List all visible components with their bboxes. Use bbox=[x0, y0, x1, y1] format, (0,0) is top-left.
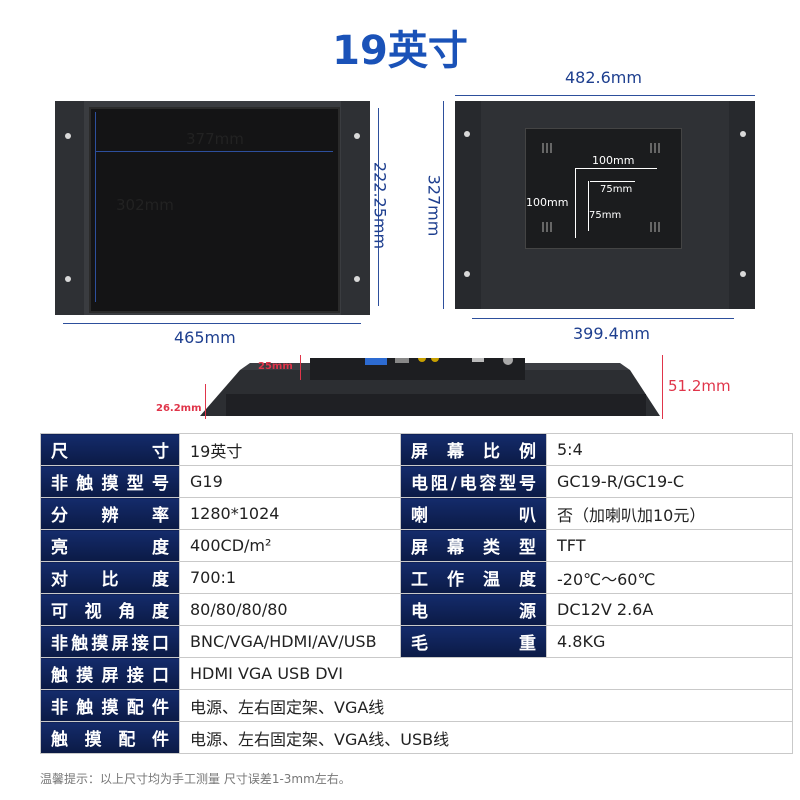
monitor-back-image bbox=[455, 101, 755, 309]
spec-value: 700:1 bbox=[179, 561, 401, 594]
table-row: 非触摸配件 电源、左右固定架、VGA线 bbox=[40, 689, 793, 722]
side-depth2-dim: 26.2mm bbox=[156, 403, 202, 414]
spec-value: 19英寸 bbox=[179, 433, 401, 466]
spec-value: G19 bbox=[179, 465, 401, 498]
spec-table: 尺寸 19英寸 屏幕比例 5:4 非触摸型号 G19 电阻/电容型号 GC19-… bbox=[40, 433, 793, 754]
vesa-v2-dim: 75mm bbox=[589, 210, 622, 221]
spec-value: HDMI VGA USB DVI bbox=[179, 657, 793, 690]
page-title: 19英寸 bbox=[332, 28, 468, 74]
table-row: 触摸配件 电源、左右固定架、VGA线、USB线 bbox=[40, 721, 793, 754]
measurement-note: 温馨提示：以上尺寸均为手工测量 尺寸误差1-3mm左右。 bbox=[40, 772, 351, 786]
spec-value: DC12V 2.6A bbox=[546, 593, 793, 626]
spec-value: BNC/VGA/HDMI/AV/USB bbox=[179, 625, 401, 658]
spec-value: 80/80/80/80 bbox=[179, 593, 401, 626]
spec-value: 电源、左右固定架、VGA线 bbox=[179, 689, 793, 722]
spec-key: 对比度 bbox=[51, 570, 169, 590]
spec-key: 触摸配件 bbox=[51, 730, 169, 750]
table-row: 分辨率 1280*1024 喇叭 否（加喇叭加10元） bbox=[40, 497, 793, 530]
spec-key: 屏幕比例 bbox=[411, 442, 536, 462]
spec-key: 电源 bbox=[411, 602, 536, 622]
spec-key: 非触摸配件 bbox=[51, 698, 169, 718]
table-row: 尺寸 19英寸 屏幕比例 5:4 bbox=[40, 433, 793, 466]
vesa-v1-dim: 100mm bbox=[526, 196, 569, 209]
spec-key: 尺寸 bbox=[51, 442, 169, 462]
monitor-front-image bbox=[55, 101, 370, 315]
spec-key: 喇叭 bbox=[411, 506, 536, 526]
spec-value: 1280*1024 bbox=[179, 497, 401, 530]
table-row: 对比度 700:1 工作温度 -20℃～60℃ bbox=[40, 561, 793, 594]
front-bottom-dim: 465mm bbox=[174, 328, 236, 347]
front-height-dim: 302mm bbox=[116, 196, 174, 214]
spec-key: 电阻/电容型号 bbox=[411, 474, 536, 494]
table-row: 非触摸屏接口 BNC/VGA/HDMI/AV/USB 毛重 4.8KG bbox=[40, 625, 793, 658]
spec-key: 屏幕类型 bbox=[411, 538, 536, 558]
back-top-dim: 482.6mm bbox=[565, 68, 642, 87]
spec-value: -20℃～60℃ bbox=[546, 561, 793, 594]
spec-key: 分辨率 bbox=[51, 506, 169, 526]
table-row: 触摸屏接口 HDMI VGA USB DVI bbox=[40, 657, 793, 690]
spec-value: 电源、左右固定架、VGA线、USB线 bbox=[179, 721, 793, 754]
spec-key: 非触摸屏接口 bbox=[51, 634, 169, 654]
table-row: 亮度 400CD/m² 屏幕类型 TFT bbox=[40, 529, 793, 562]
spec-key: 亮度 bbox=[51, 538, 169, 558]
table-row: 可视角度 80/80/80/80 电源 DC12V 2.6A bbox=[40, 593, 793, 626]
back-left-dim: 327mm bbox=[424, 174, 444, 237]
monitor-side-image bbox=[200, 358, 660, 416]
rear-panel bbox=[525, 128, 682, 249]
side-depth1-dim: 25mm bbox=[258, 361, 293, 372]
spec-key: 毛重 bbox=[411, 634, 536, 654]
spec-value: 4.8KG bbox=[546, 625, 793, 658]
side-depth3-dim: 51.2mm bbox=[668, 377, 731, 395]
spec-key: 可视角度 bbox=[51, 602, 169, 622]
monitor-screen bbox=[89, 107, 340, 313]
front-width-dim: 377mm bbox=[186, 130, 244, 148]
front-side-dim: 222.25mm bbox=[370, 161, 390, 250]
vesa-h1-dim: 100mm bbox=[592, 154, 635, 167]
vesa-h2-dim: 75mm bbox=[600, 184, 633, 195]
spec-value: 400CD/m² bbox=[179, 529, 401, 562]
spec-key: 非触摸型号 bbox=[51, 474, 169, 494]
spec-value: TFT bbox=[546, 529, 793, 562]
spec-key: 触摸屏接口 bbox=[51, 666, 169, 686]
spec-key: 工作温度 bbox=[411, 570, 536, 590]
table-row: 非触摸型号 G19 电阻/电容型号 GC19-R/GC19-C bbox=[40, 465, 793, 498]
spec-value: GC19-R/GC19-C bbox=[546, 465, 793, 498]
back-bottom-dim: 399.4mm bbox=[573, 324, 650, 343]
spec-value: 否（加喇叭加10元） bbox=[546, 497, 793, 530]
spec-value: 5:4 bbox=[546, 433, 793, 466]
